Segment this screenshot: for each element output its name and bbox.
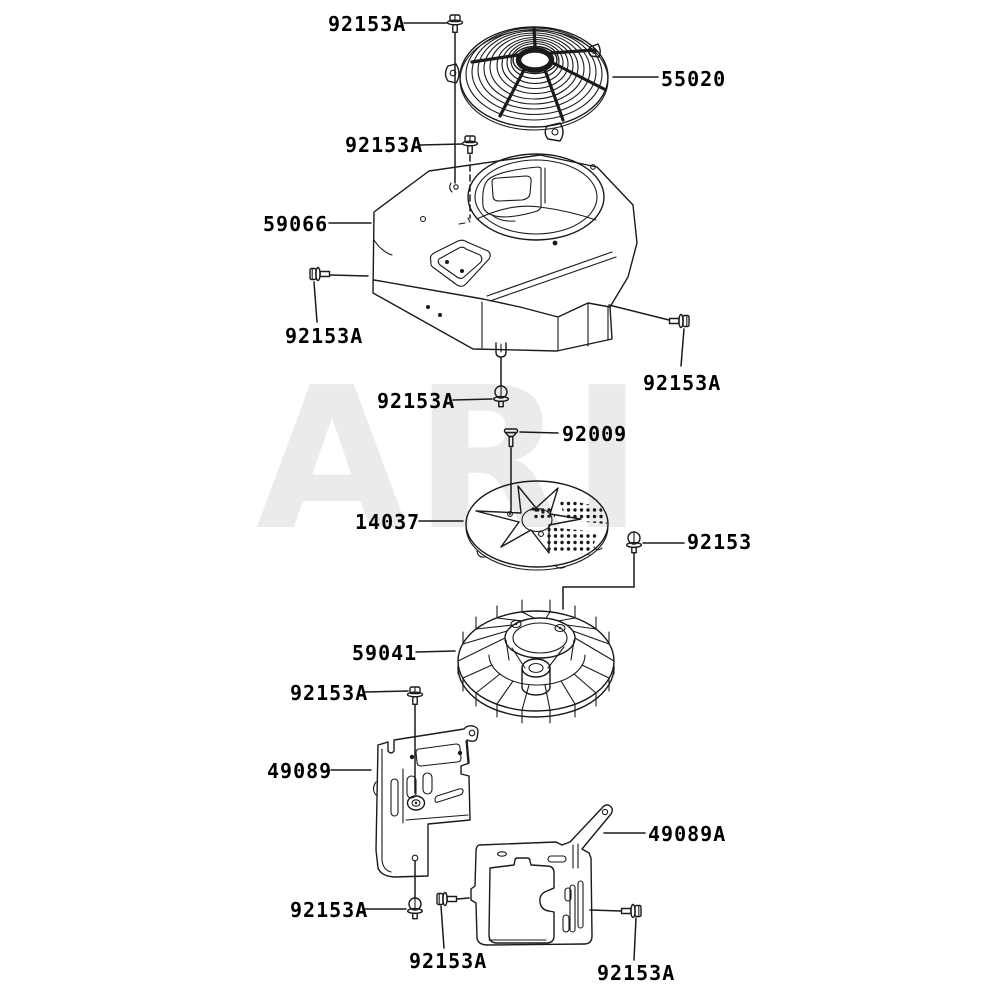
mesh-patch-lower [545,527,598,555]
bolt-92153a-shroud-bottom [407,897,423,920]
callout-labels: 92153A 55020 92153A 59066 92153A 92153A … [263,12,752,985]
grille-left-ear [444,63,460,84]
part-label-92153a-3[interactable]: 92153A [285,324,363,348]
leader-lines [313,22,685,961]
bolt-92153a-top [446,14,464,34]
bolt-92153a-lower-right [620,903,642,919]
grille-hub-ring [515,47,555,73]
bolt-92153a-right [668,313,690,329]
part-label-55020[interactable]: 55020 [661,67,726,91]
bolt-92153a-lower-center [436,891,458,907]
part-label-92153a-6[interactable]: 92153A [290,681,368,705]
part-label-92153a-1[interactable]: 92153A [328,12,406,36]
part-label-92153a-7[interactable]: 92153A [290,898,368,922]
bolt-92153a-upper [461,135,479,155]
ari-watermark: ARI [256,346,650,574]
part-label-92153a-2[interactable]: 92153A [345,133,423,157]
bolt-92153a-bottom [493,385,509,408]
mesh-patch-upper [558,498,607,524]
part-label-92153a-4[interactable]: 92153A [643,371,721,395]
shroud-a-cutout [488,857,555,944]
star-cutout [475,485,582,554]
part-label-59066[interactable]: 59066 [263,212,328,236]
shroud-window [415,743,462,767]
part-label-59041[interactable]: 59041 [352,641,417,665]
part-label-49089a[interactable]: 49089A [648,822,726,846]
rotating-screen-14037 [465,480,609,571]
part-label-92009[interactable]: 92009 [562,422,627,446]
grille-bottom-ear [544,122,564,142]
part-label-92153a-9[interactable]: 92153A [597,961,675,985]
mesh-patch-hub [530,506,555,519]
part-label-92153a-5[interactable]: 92153A [377,389,455,413]
bolt-92153a-shroud-top [406,686,424,705]
housing-recess [429,239,491,287]
fan-screen-55020 [444,26,609,142]
recoil-cup [482,166,542,218]
grille-right-ear [588,43,601,58]
housing-bottom-tab [495,342,507,358]
bolt-92153 [626,531,642,554]
screw-92009 [503,428,519,448]
part-label-92153[interactable]: 92153 [687,530,752,554]
part-label-49089[interactable]: 49089 [267,759,332,783]
shroud-49089 [372,725,479,878]
flywheel-fan-59041 [457,599,615,724]
fan-housing-59066 [372,153,638,358]
shroud-49089a [470,804,613,946]
part-label-14037[interactable]: 14037 [355,510,420,534]
bolt-92153a-left [309,266,331,282]
part-label-92153a-8[interactable]: 92153A [409,949,487,973]
